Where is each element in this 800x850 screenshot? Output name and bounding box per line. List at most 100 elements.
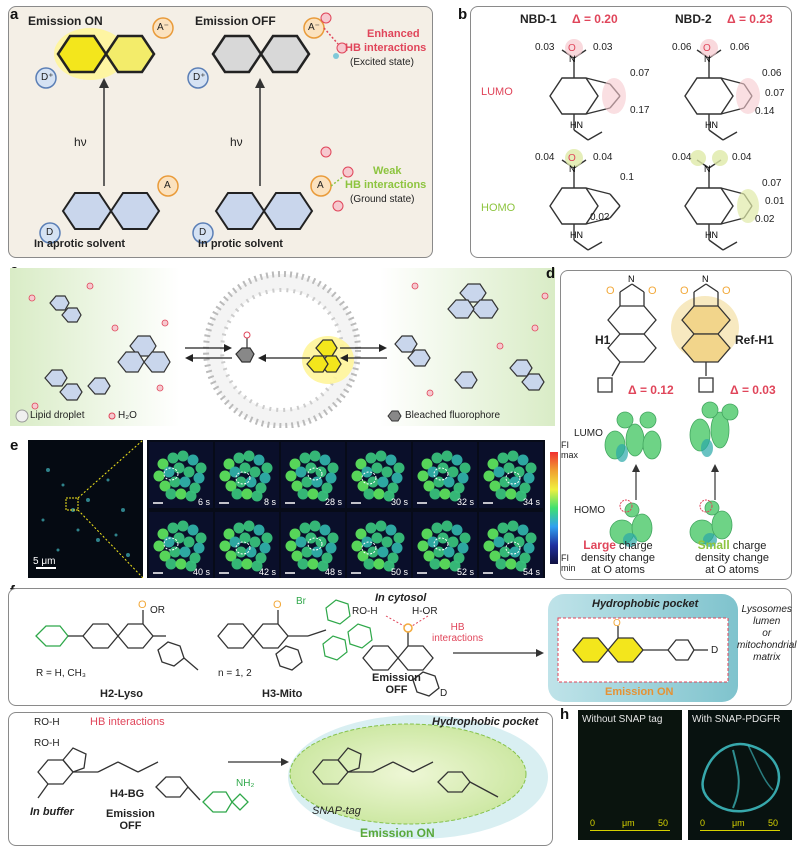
frame-time-label: 52 s (456, 567, 474, 577)
f-d-label: D (440, 688, 448, 699)
lumo2-v4: 0.14 (755, 106, 775, 117)
h1-title: H1 (595, 333, 611, 347)
lumo2-v0: 0.06 (672, 42, 692, 53)
scale2-unit: μm (732, 818, 745, 828)
panel-h-letter: h (560, 706, 570, 723)
lumo1-v0: 0.03 (535, 42, 555, 53)
svg-text:HN: HN (570, 120, 583, 130)
excited-state-label: (Excited state) (350, 57, 414, 68)
frame-time-label: 48 s (324, 567, 342, 577)
panel-b (470, 6, 792, 258)
scalebar-1 (590, 830, 670, 831)
panel-b-letter: b (458, 6, 468, 23)
enhanced-hb-label-2: HB interactions (345, 42, 427, 54)
svg-text:O: O (138, 599, 147, 611)
frame-time-label: 54 s (522, 567, 540, 577)
weak-hb-label-2: HB interactions (345, 179, 427, 191)
br-label: Br (296, 596, 306, 607)
frame-time-label: 30 s (390, 497, 408, 507)
h1-delta: Δ = 0.12 (628, 383, 674, 397)
svg-text:O: O (648, 285, 657, 297)
svg-text:O: O (568, 153, 576, 164)
lumo1-v3: 0.17 (630, 105, 650, 116)
timelapse-frame: 6 s (149, 442, 213, 508)
svg-text:HN: HN (705, 120, 718, 130)
frame-time-label: 6 s (197, 497, 210, 507)
h-or-label: H-OR (412, 606, 438, 617)
g-emission-on: Emission ON (360, 826, 435, 840)
lumo2-v1: 0.06 (730, 42, 750, 53)
without-snap-label: Without SNAP tag (582, 714, 663, 725)
lumo2-v2: 0.06 (762, 68, 782, 79)
svg-text:N: N (569, 54, 576, 64)
ro-h-label: RO-H (352, 606, 378, 617)
large-change-text: Large charge density change at O atoms (581, 538, 655, 576)
ground-state-label: (Ground state) (350, 194, 415, 205)
svg-text:O: O (613, 618, 621, 629)
f-hydrophobic: Hydrophobic pocket (592, 598, 699, 610)
a-ground-1: A (164, 180, 171, 191)
svg-text:N: N (704, 164, 711, 174)
svg-text:N: N (704, 54, 711, 64)
ref-h1-title: Ref-H1 (735, 333, 774, 347)
homo2-v3: 0.01 (765, 196, 785, 207)
nbd1-title: NBD-1 (520, 12, 557, 26)
with-snap-label: With SNAP-PDGFR (692, 714, 781, 725)
svg-text:N: N (702, 274, 709, 284)
timelapse-frame: 48 s (281, 512, 345, 578)
panel-d-letter: d (546, 265, 556, 282)
d-ground-1: D (46, 227, 54, 238)
panel-d-diagram: O O N O O N (597, 274, 739, 547)
scale2-zero: 0 (700, 818, 706, 828)
b-lumo-label: LUMO (481, 86, 513, 98)
homo2-v0: 0.04 (672, 152, 692, 163)
lumo1-v1: 0.03 (593, 42, 613, 53)
svg-text:N: N (628, 274, 635, 284)
timelapse-frame: 50 s (347, 512, 411, 578)
f-emission-on: Emission ON (605, 686, 674, 698)
g-hydrophobic: Hydrophobic pocket (432, 716, 539, 728)
timelapse-frame: 28 s (281, 442, 345, 508)
svg-text:O: O (703, 43, 711, 54)
panel-c-diagram (10, 268, 555, 428)
timelapse-frame: 34 s (479, 442, 543, 508)
panel-a-diagram (35, 12, 354, 244)
lumo2-v3: 0.07 (765, 88, 785, 99)
homo2-v1: 0.04 (732, 152, 752, 163)
svg-text:O: O (722, 285, 731, 297)
small-change-text: Small charge density change at O atoms (695, 538, 769, 576)
panel-a-letter: a (10, 6, 19, 23)
timelapse-frame: 54 s (479, 512, 543, 578)
svg-text:O: O (273, 599, 282, 611)
h4-label: H4-BG (110, 788, 145, 800)
homo2-v2: 0.07 (762, 178, 782, 189)
emission-off-label: Emission OFF (195, 14, 276, 28)
nbd2-title: NBD-2 (675, 12, 712, 26)
f-d-pocket: D (711, 645, 719, 656)
ref-h1-delta: Δ = 0.03 (730, 383, 776, 397)
panel-g-diagram (37, 715, 548, 839)
svg-text:O: O (606, 285, 615, 297)
frame-time-label: 50 s (390, 567, 408, 577)
g-ro-h-1: RO-H (34, 717, 60, 728)
scalebar-2 (700, 830, 780, 831)
panel-e-letter: e (10, 437, 19, 454)
nbd1-delta: Δ = 0.20 (572, 12, 618, 26)
d-homo-label: HOMO (574, 505, 606, 516)
panel-f-diagram: O O O (35, 594, 738, 702)
scale2-max: 50 (768, 818, 779, 828)
frame-time-label: 34 s (522, 497, 540, 507)
frame-time-label: 8 s (263, 497, 276, 507)
homo2-v4: 0.02 (755, 214, 775, 225)
b-homo-label: HOMO (481, 202, 516, 214)
d-plus-2: D⁺ (193, 72, 206, 83)
a-minus-2: A⁻ (308, 22, 320, 33)
nh2-label: NH₂ (236, 778, 255, 789)
